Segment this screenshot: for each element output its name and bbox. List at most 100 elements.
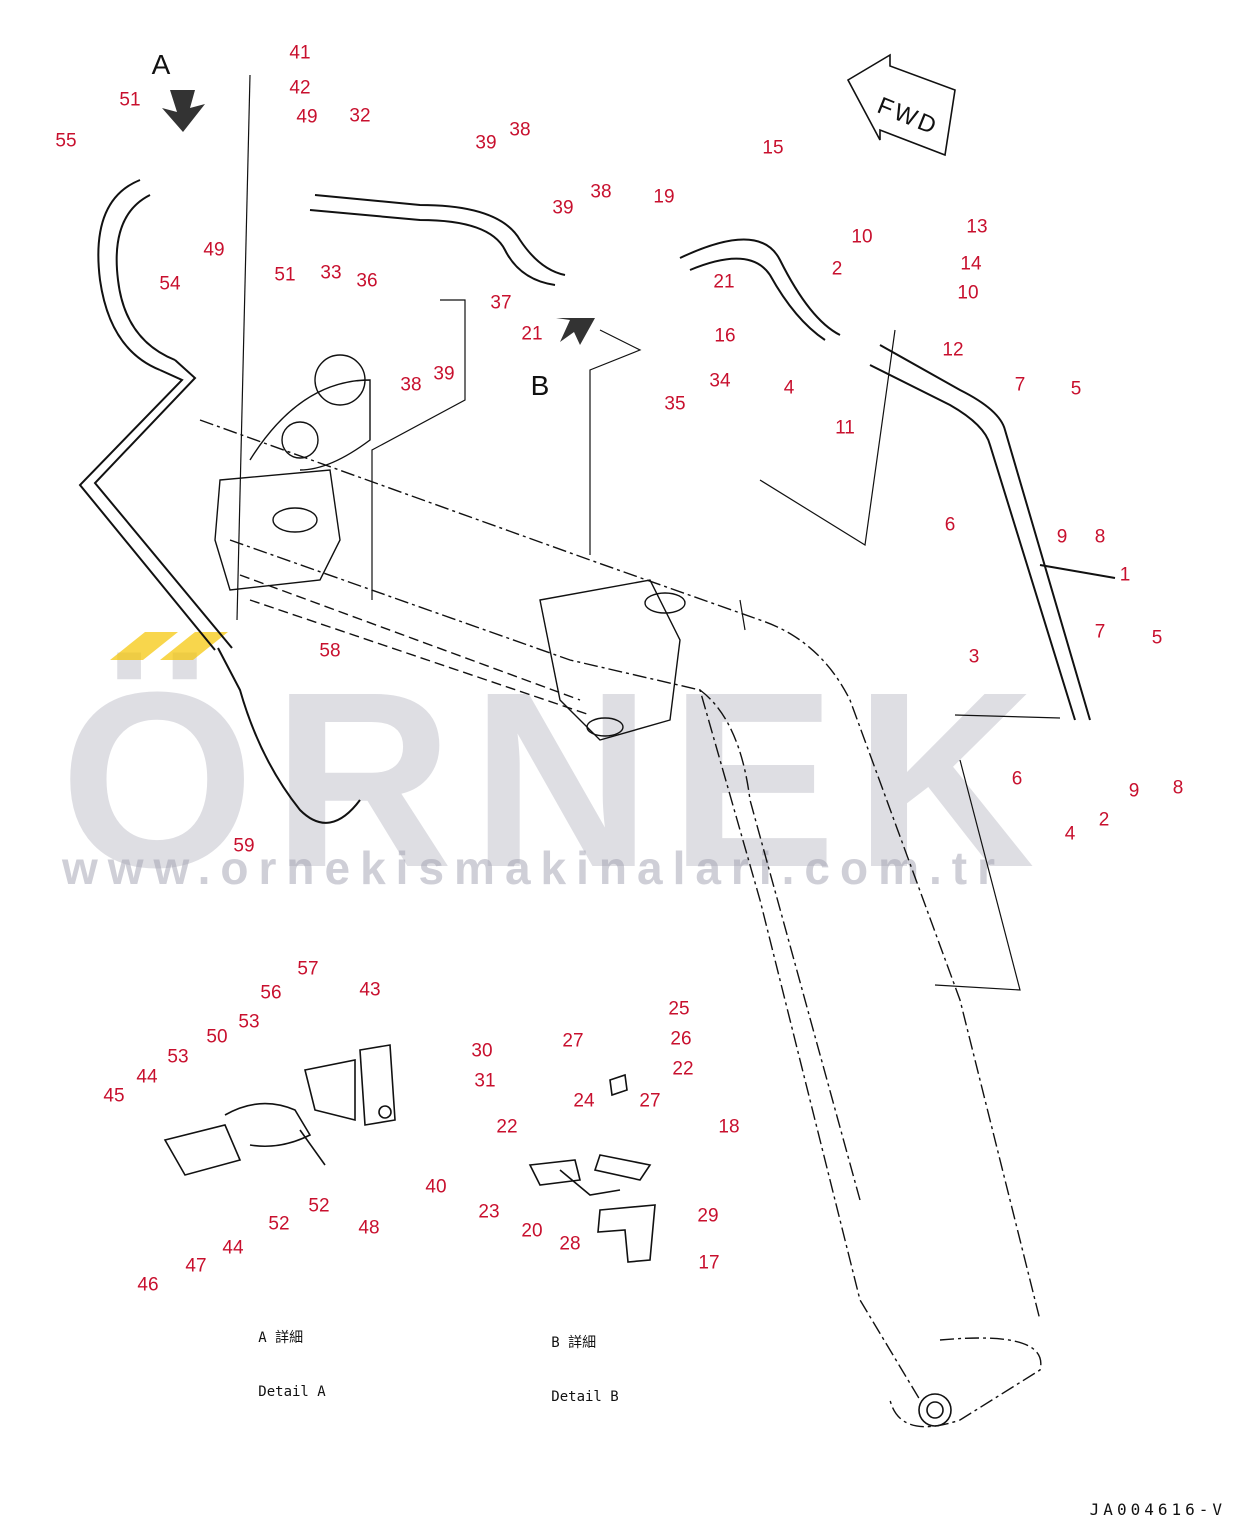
part-callout-22: 22 bbox=[672, 1058, 694, 1080]
part-callout-26: 26 bbox=[670, 1028, 692, 1050]
part-callout-39: 39 bbox=[475, 132, 497, 154]
view-arrow-b-icon bbox=[556, 318, 595, 345]
part-callout-9: 9 bbox=[1056, 526, 1068, 548]
part-callout-43: 43 bbox=[359, 979, 381, 1001]
part-callout-4: 4 bbox=[783, 377, 795, 399]
part-callout-1: 1 bbox=[1119, 564, 1131, 586]
part-callout-59: 59 bbox=[233, 835, 255, 857]
part-callout-49: 49 bbox=[296, 106, 318, 128]
part-callout-5: 5 bbox=[1151, 627, 1163, 649]
part-callout-28: 28 bbox=[559, 1233, 581, 1255]
part-callout-17: 17 bbox=[698, 1252, 720, 1274]
part-callout-4: 4 bbox=[1064, 823, 1076, 845]
part-callout-46: 46 bbox=[137, 1274, 159, 1296]
part-callout-49: 49 bbox=[203, 239, 225, 261]
part-callout-36: 36 bbox=[356, 270, 378, 292]
part-callout-20: 20 bbox=[521, 1220, 543, 1242]
part-callout-53: 53 bbox=[167, 1046, 189, 1068]
part-callout-8: 8 bbox=[1172, 777, 1184, 799]
detail-a-sketch bbox=[163, 1044, 396, 1176]
boom-pin-icon bbox=[918, 1393, 952, 1427]
part-callout-51: 51 bbox=[274, 264, 296, 286]
view-letter-b: B bbox=[530, 370, 550, 401]
detail-a-jp: A 詳細 bbox=[258, 1330, 304, 1346]
part-callout-25: 25 bbox=[668, 998, 690, 1020]
part-callout-2: 2 bbox=[831, 258, 843, 280]
part-callout-22: 22 bbox=[496, 1116, 518, 1138]
watermark-brand: ÖRNEK bbox=[60, 640, 1053, 919]
part-callout-10: 10 bbox=[957, 282, 979, 304]
part-callout-21: 21 bbox=[521, 323, 543, 345]
part-callout-24: 24 bbox=[573, 1090, 595, 1112]
boom-outline bbox=[199, 419, 1042, 1428]
part-callout-21: 21 bbox=[713, 271, 735, 293]
leader-lines bbox=[236, 74, 1061, 991]
part-callout-57: 57 bbox=[297, 958, 319, 980]
part-callout-53: 53 bbox=[238, 1011, 260, 1033]
part-callout-48: 48 bbox=[358, 1217, 380, 1239]
pipe-upper-left bbox=[309, 194, 566, 286]
part-callout-31: 31 bbox=[474, 1070, 496, 1092]
watermark-accent-right bbox=[160, 632, 228, 660]
part-callout-39: 39 bbox=[552, 197, 574, 219]
pipe-upper-right bbox=[679, 238, 841, 341]
part-callout-34: 34 bbox=[709, 370, 731, 392]
part-callout-39: 39 bbox=[433, 363, 455, 385]
part-callout-50: 50 bbox=[206, 1026, 228, 1048]
part-callout-55: 55 bbox=[55, 130, 77, 152]
part-callout-38: 38 bbox=[509, 119, 531, 141]
part-callout-27: 27 bbox=[639, 1090, 661, 1112]
part-callout-15: 15 bbox=[762, 137, 784, 159]
detail-b-en: Detail B bbox=[551, 1389, 619, 1405]
detail-b-caption: B 詳細 Detail B bbox=[551, 1298, 618, 1442]
part-callout-6: 6 bbox=[944, 514, 956, 536]
detail-b-jp: B 詳細 bbox=[551, 1335, 597, 1351]
part-callout-29: 29 bbox=[697, 1205, 719, 1227]
part-callout-54: 54 bbox=[159, 273, 181, 295]
part-callout-42: 42 bbox=[289, 77, 311, 99]
part-callout-37: 37 bbox=[490, 292, 512, 314]
part-callout-13: 13 bbox=[966, 216, 988, 238]
view-letter-a: A bbox=[151, 49, 171, 80]
part-callout-38: 38 bbox=[400, 374, 422, 396]
watermark-accent-left bbox=[110, 632, 178, 660]
part-callout-7: 7 bbox=[1014, 374, 1026, 396]
part-callout-27: 27 bbox=[562, 1030, 584, 1052]
part-callout-58: 58 bbox=[319, 640, 341, 662]
pipe-long-right bbox=[869, 344, 1116, 721]
part-callout-2: 2 bbox=[1098, 809, 1110, 831]
part-callout-33: 33 bbox=[320, 262, 342, 284]
part-callout-41: 41 bbox=[289, 42, 311, 64]
part-callout-47: 47 bbox=[185, 1255, 207, 1277]
part-callout-14: 14 bbox=[960, 253, 982, 275]
part-callout-38: 38 bbox=[590, 181, 612, 203]
detail-a-en: Detail A bbox=[258, 1384, 326, 1400]
fwd-arrow-icon bbox=[846, 53, 956, 157]
part-callout-18: 18 bbox=[718, 1116, 740, 1138]
part-callout-3: 3 bbox=[968, 646, 980, 668]
detail-a-caption: A 詳細 Detail A bbox=[258, 1293, 325, 1437]
part-callout-23: 23 bbox=[478, 1201, 500, 1223]
part-callout-35: 35 bbox=[664, 393, 686, 415]
part-callout-11: 11 bbox=[835, 417, 855, 439]
watermark-url: www.ornekismakinalari.com.tr bbox=[62, 842, 1005, 894]
view-arrow-a-icon bbox=[162, 90, 205, 132]
part-callout-45: 45 bbox=[103, 1085, 125, 1107]
part-callout-6: 6 bbox=[1011, 768, 1023, 790]
part-callout-30: 30 bbox=[471, 1040, 493, 1062]
part-callout-10: 10 bbox=[851, 226, 873, 248]
part-callout-7: 7 bbox=[1094, 621, 1106, 643]
part-callout-56: 56 bbox=[260, 982, 282, 1004]
part-callout-19: 19 bbox=[653, 186, 675, 208]
detail-b-sketch bbox=[528, 1073, 656, 1263]
part-callout-44: 44 bbox=[222, 1237, 244, 1259]
part-callout-40: 40 bbox=[425, 1176, 447, 1198]
hose-left bbox=[78, 179, 361, 824]
part-callout-16: 16 bbox=[714, 325, 736, 347]
part-callout-8: 8 bbox=[1094, 526, 1106, 548]
part-callout-5: 5 bbox=[1070, 378, 1082, 400]
drawing-code: JA004616-V bbox=[1089, 1500, 1226, 1519]
part-callout-51: 51 bbox=[119, 89, 141, 111]
